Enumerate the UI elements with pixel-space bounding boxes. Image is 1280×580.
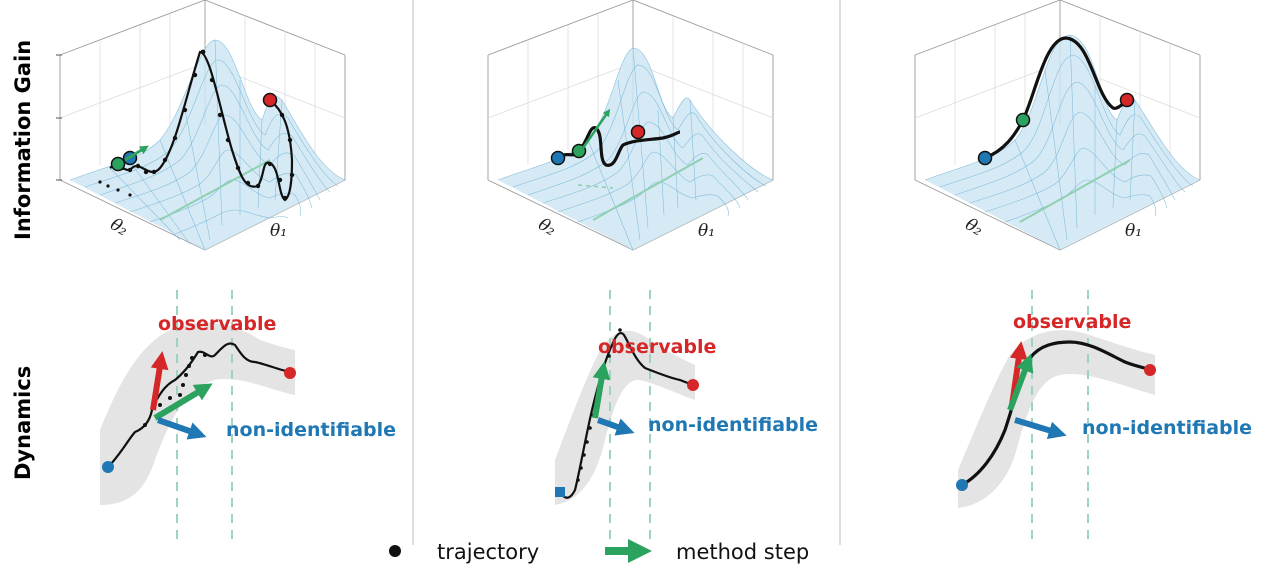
dynamics-panel-left: observable non-identifiable [100,290,396,545]
method-step-arrow [581,108,611,149]
theta1-label: θ₁ [270,221,287,241]
method-step-arrow [1007,353,1034,412]
row-label-dynamics: Dynamics [11,366,35,480]
method-step-arrow [153,383,213,421]
observable-label: observable [158,313,276,335]
observable-label: observable [598,336,716,358]
uncertainty-band [958,330,1155,508]
end-marker [262,92,278,108]
non-identifiable-arrow [596,417,635,436]
row-label-information-gain: Information Gain [11,40,35,240]
non-identifiable-label: non-identifiable [648,414,818,436]
step-marker [571,143,587,159]
theta1-label: θ₁ [698,221,715,241]
legend: trajectory method step [389,539,809,564]
start-marker [956,479,968,491]
theta1-label: θ₁ [1125,221,1142,241]
trajectory-legend-icon [389,545,401,557]
surface-mesh [497,47,774,251]
method-step-arrow [592,361,611,419]
theta2-label: θ₂ [535,214,560,240]
end-marker [687,379,699,391]
legend-method-step-label: method step [676,540,809,564]
info-gain-panel-right: θ₂ θ₁ [914,0,1201,251]
dynamics-panel-middle: observable non-identifiable [555,290,818,545]
legend-trajectory-label: trajectory [437,540,539,564]
trajectory-points [98,49,295,201]
step-marker [110,156,126,172]
start-marker [555,487,565,497]
non-identifiable-arrow [1014,417,1067,440]
info-gain-panel-left: θ₂ θ₁ [56,0,346,251]
uncertainty-band [100,322,295,505]
trajectory-curve [984,36,1129,160]
projection-line [592,157,704,221]
observable-label: observable [1013,311,1131,333]
projection-line [159,159,271,221]
start-marker [550,150,566,166]
dynamics-panel-right: observable non-identifiable [956,290,1252,545]
step-marker [1015,112,1031,128]
trajectory-curve [107,342,291,468]
surface-mesh [924,34,1201,251]
info-gain-panel-middle: θ₂ θ₁ [487,0,774,251]
non-identifiable-label: non-identifiable [226,419,396,441]
projection-dash [577,184,614,189]
end-marker [1144,364,1156,376]
end-marker [1119,92,1135,108]
observable-arrow [150,351,169,411]
end-marker [630,124,646,140]
start-marker [102,461,114,473]
projection-line [1019,159,1131,223]
end-marker [284,367,296,379]
trajectory-curve [109,50,294,202]
theta2-label: θ₂ [962,214,987,240]
non-identifiable-label: non-identifiable [1082,417,1252,439]
non-identifiable-arrow [157,417,207,440]
method-step-arrow [124,145,149,162]
trajectory-points [143,353,207,427]
start-marker [977,150,993,166]
trajectory-curve [961,340,1153,487]
theta2-label: θ₂ [107,214,132,240]
trajectory-curve [559,331,695,499]
surface-mesh [69,39,346,251]
